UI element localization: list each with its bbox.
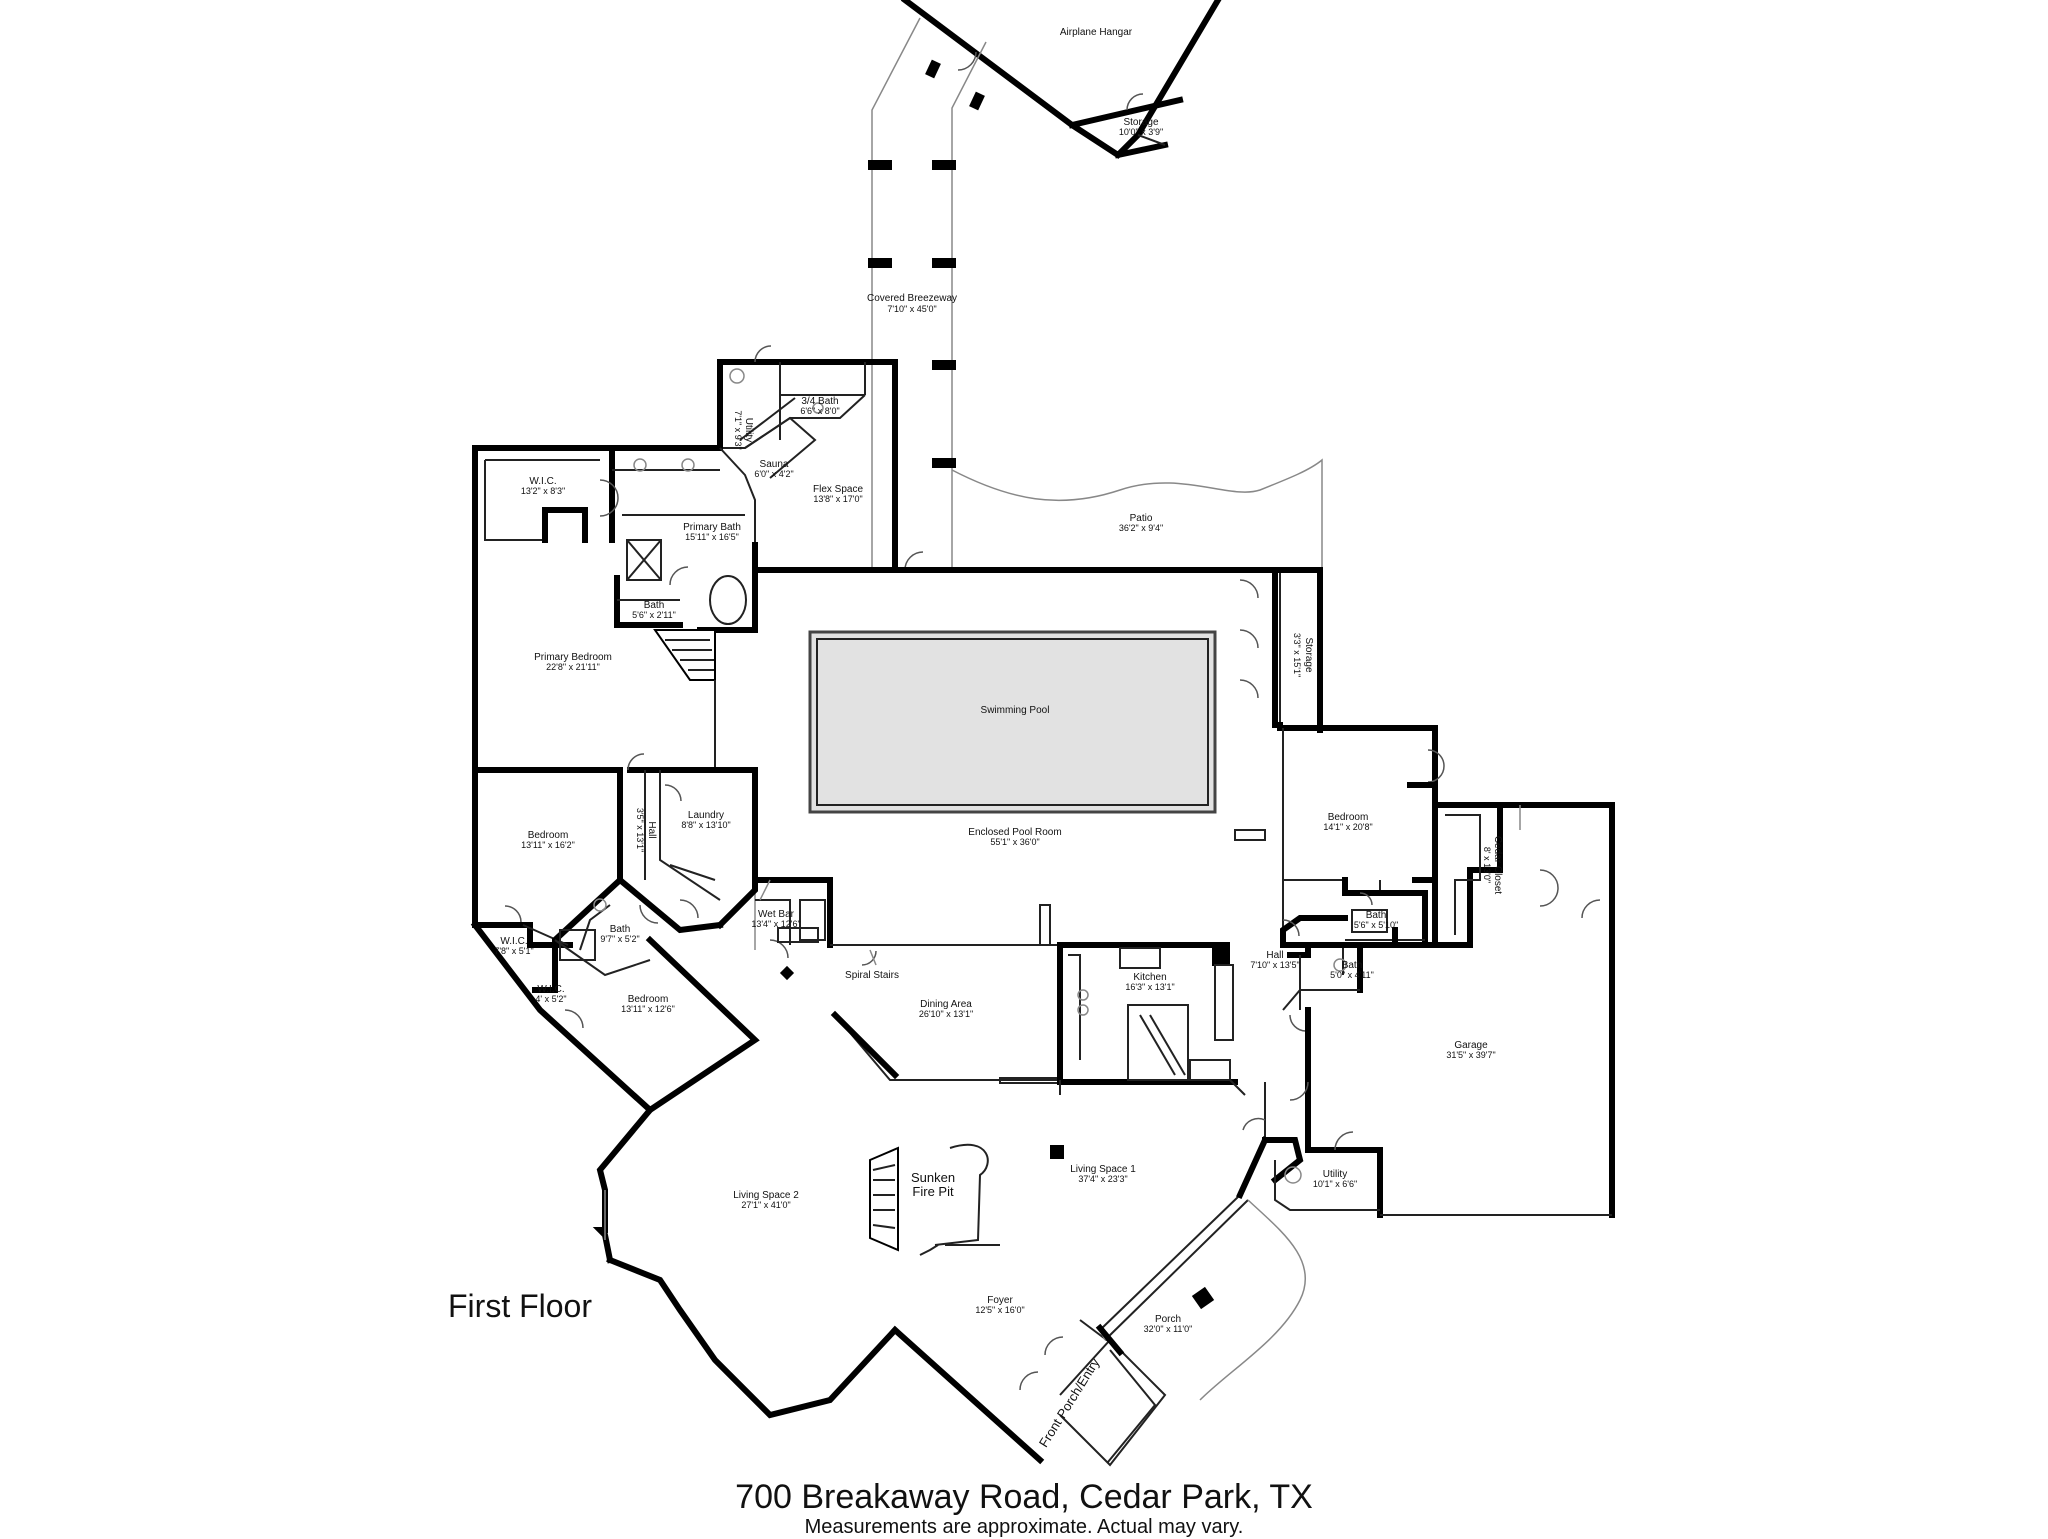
dims-hall-east: 7'10" x 13'5" — [1250, 960, 1299, 970]
dims-flex-space: 13'8" x 17'0" — [813, 494, 862, 504]
breezeway-walls — [868, 17, 987, 570]
dims-enclosed-pool-room: 55'1" x 36'0" — [990, 837, 1039, 847]
label-swimming-pool: Swimming Pool — [981, 705, 1050, 716]
airplane-hangar-walls — [900, 0, 1222, 159]
label-laundry: Laundry — [688, 810, 724, 821]
swimming-pool-basin — [808, 630, 1217, 814]
pool-room-walls — [752, 567, 1323, 950]
label-front-porch-entry: Front Porch/Entry — [1036, 1355, 1103, 1450]
label-bath-east-1: Bath — [1366, 910, 1387, 921]
label-sauna: Sauna — [760, 459, 789, 470]
label-airplane-hangar: Airplane Hangar — [1060, 27, 1133, 38]
dims-porch: 32'0" x 11'0" — [1144, 1324, 1193, 1334]
label-spiral-stairs: Spiral Stairs — [845, 970, 899, 981]
label-utility-garage: Utility — [1323, 1169, 1347, 1180]
label-cedar-closet: Cedar Closet — [1492, 836, 1503, 895]
dims-bath-east-1: 5'6" x 5'10" — [1354, 920, 1398, 930]
label-bedroom-west: Bedroom — [528, 830, 569, 841]
dims-laundry: 8'8" x 13'10" — [681, 820, 730, 830]
dims-utility-garage: 10'1" x 6'6" — [1313, 1179, 1357, 1189]
label-foyer: Foyer — [987, 1295, 1013, 1306]
dims-wet-bar: 13'4" x 12'6" — [751, 919, 800, 929]
label-sunken-fire-pit-line1: Sunken — [911, 1170, 955, 1185]
dims-bath-east-2: 5'0" x 4'11" — [1330, 970, 1374, 980]
dims-sauna: 6'0" x 4'2" — [754, 469, 793, 479]
dims-three-quarter-bath: 6'6" x 8'0" — [800, 406, 839, 416]
measurement-disclaimer: Measurements are approximate. Actual may… — [804, 1516, 1244, 1538]
label-hall-west: Hall — [646, 821, 657, 838]
property-address: 700 Breakaway Road, Cedar Park, TX — [735, 1478, 1313, 1516]
dims-kitchen: 16'3" x 13'1" — [1125, 982, 1174, 992]
dims-cedar-closet: 8' x 13'0" — [1482, 847, 1492, 883]
dims-storage-pool: 3'3" x 15'1" — [1292, 633, 1302, 677]
label-bath-west: Bath — [610, 924, 631, 935]
dims-dining-area: 26'10" x 13'1" — [919, 1009, 973, 1019]
dims-wic-west-1: 7'8" x 5'1" — [494, 946, 533, 956]
dims-covered-breezeway: 7'10" x 45'0" — [887, 304, 936, 314]
dims-living-space-2: 27'1" x 41'0" — [741, 1200, 790, 1210]
dims-living-space-1: 37'4" x 23'3" — [1078, 1174, 1127, 1184]
dims-primary-bedroom: 22'8" x 21'11" — [546, 662, 600, 672]
label-wet-bar: Wet Bar — [758, 909, 795, 920]
label-three-quarter-bath: 3/4 Bath — [801, 396, 838, 407]
dims-bath-west: 9'7" x 5'2" — [600, 934, 639, 944]
label-bath-east-2: Bath — [1342, 960, 1363, 971]
label-porch: Porch — [1155, 1314, 1181, 1325]
label-patio: Patio — [1130, 513, 1153, 524]
patio-outline — [951, 458, 1323, 570]
label-wic-west-2: W.I.C. — [537, 984, 564, 995]
label-utility-north: Utility — [743, 418, 754, 442]
label-dining-area: Dining Area — [920, 999, 972, 1010]
label-sunken-fire-pit-line2: Fire Pit — [912, 1184, 954, 1199]
label-enclosed-pool-room: Enclosed Pool Room — [968, 827, 1061, 838]
label-covered-breezeway: Covered Breezeway — [867, 293, 957, 304]
label-primary-bath: Primary Bath — [683, 522, 741, 533]
label-bedroom-east: Bedroom — [1328, 812, 1369, 823]
label-flex-space: Flex Space — [813, 484, 863, 495]
label-bath-primary-small: Bath — [644, 600, 665, 611]
dims-wic-primary: 13'2" x 8'3" — [521, 486, 565, 496]
dims-bath-primary-small: 5'6" x 2'11" — [632, 610, 676, 620]
dims-primary-bath: 15'11" x 16'5" — [685, 532, 739, 542]
dims-hangar-storage: 10'0" x 3'9" — [1119, 127, 1163, 137]
west-bedrooms-walls — [470, 753, 760, 1115]
porch-outline — [1191, 1199, 1307, 1401]
dims-foyer: 12'5" x 16'0" — [975, 1305, 1024, 1315]
label-kitchen: Kitchen — [1133, 972, 1166, 983]
dims-bedroom-west: 13'11" x 16'2" — [521, 840, 575, 850]
floor-label: First Floor — [448, 1288, 592, 1324]
dims-bedroom-southwest: 13'11" x 12'6" — [621, 1004, 675, 1014]
garage-walls — [1242, 782, 1615, 1218]
dims-patio: 36'2" x 9'4" — [1119, 523, 1163, 533]
living-walls — [592, 1079, 1269, 1467]
label-wic-primary: W.I.C. — [529, 476, 556, 487]
label-primary-bedroom: Primary Bedroom — [534, 652, 612, 663]
label-hall-east: Hall — [1266, 950, 1283, 961]
label-hangar-storage: Storage — [1123, 117, 1158, 128]
label-wic-west-1: W.I.C. — [500, 936, 527, 947]
dims-hall-west: 3'5" x 13'1" — [635, 808, 645, 852]
label-storage-pool: Storage — [1303, 637, 1314, 672]
central-core-walls — [752, 877, 1238, 1085]
label-bedroom-southwest: Bedroom — [628, 994, 669, 1005]
label-living-space-1: Living Space 1 — [1070, 1164, 1136, 1175]
label-garage: Garage — [1454, 1040, 1488, 1051]
fire-pit — [869, 1143, 1064, 1256]
primary-suite-walls — [472, 445, 758, 773]
dims-utility-north: 7'1" x 9'3" — [733, 410, 743, 449]
east-wing-walls — [1277, 722, 1445, 1032]
dims-bedroom-east: 14'1" x 20'8" — [1323, 822, 1372, 832]
north-suite-walls — [717, 345, 924, 573]
dims-wic-west-2: 4' x 5'2" — [535, 994, 566, 1004]
dims-garage: 31'5" x 39'7" — [1446, 1050, 1495, 1060]
label-living-space-2: Living Space 2 — [733, 1190, 799, 1201]
